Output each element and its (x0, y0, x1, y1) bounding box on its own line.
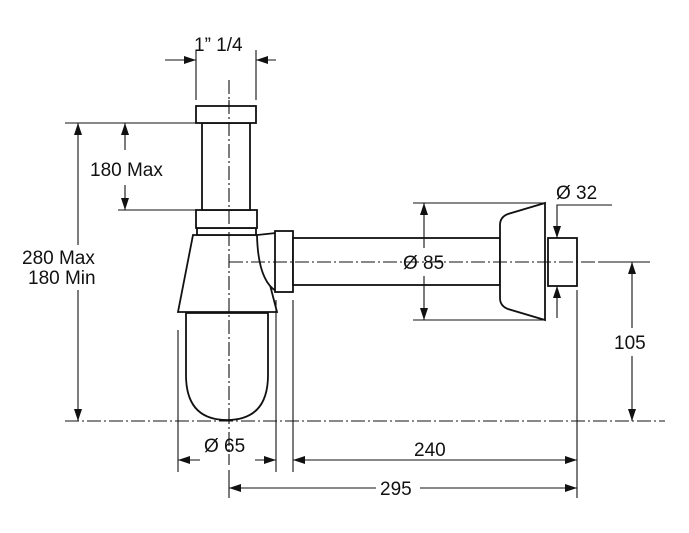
dim-tube-height: 180 Max (90, 160, 163, 181)
dim-outlet-height: 105 (614, 333, 646, 354)
inlet-tube (201, 122, 251, 211)
dim-inlet-thread: 1” 1/4 (194, 35, 243, 56)
dim-total-length: 295 (380, 479, 412, 500)
tube-collar (195, 209, 258, 229)
dim-height-max: 280 Max (22, 248, 95, 269)
trap-body (176, 105, 578, 421)
bottle-cup (185, 312, 269, 421)
dim-outlet-diameter: Ø 32 (556, 183, 597, 204)
inlet-cap (195, 105, 257, 124)
dim-flange-diameter: Ø 85 (403, 253, 444, 274)
dim-outlet-length: 240 (414, 440, 446, 461)
dim-cup-diameter: Ø 65 (204, 436, 245, 457)
dim-height-min: 180 Min (28, 268, 96, 289)
